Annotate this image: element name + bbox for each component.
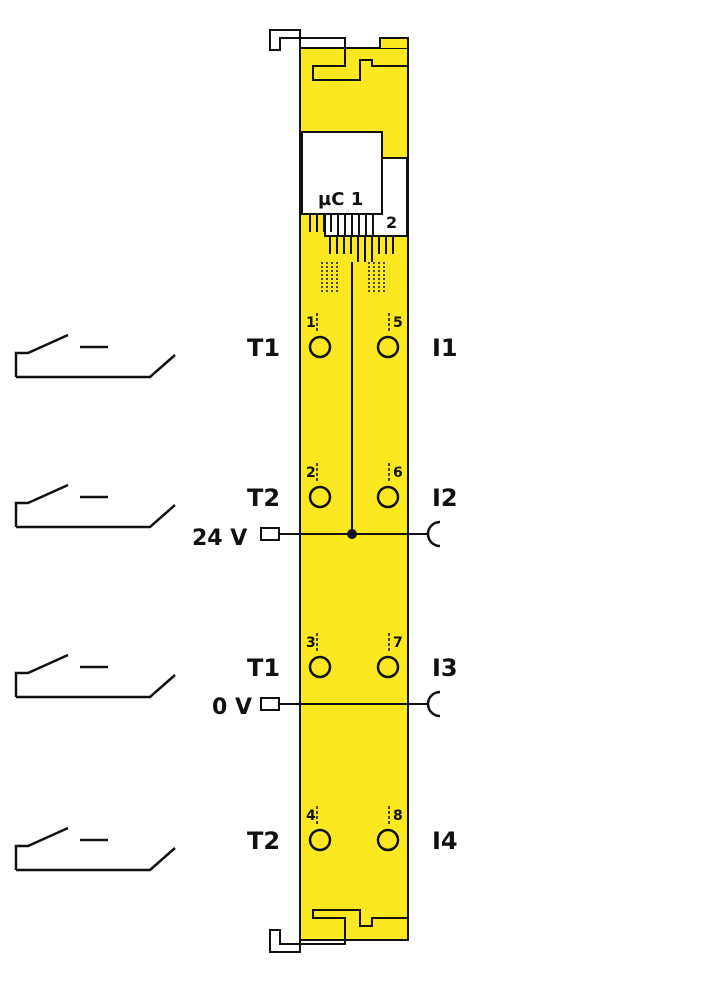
supply-0v: 0 V (212, 690, 441, 720)
pin-number: 8 (393, 808, 403, 824)
pin-number: 4 (306, 808, 316, 824)
terminal-icon[interactable] (376, 485, 400, 509)
supply-plug-icon[interactable] (260, 697, 280, 711)
terminal-label-right: I4 (432, 827, 458, 855)
switch-icon (14, 483, 176, 529)
supply-24v: 24 V (192, 520, 441, 551)
chip-secondary-label: 2 (386, 213, 397, 232)
switch-column (14, 333, 176, 872)
terminal-icon[interactable] (308, 655, 332, 679)
terminal-label-right: I3 (432, 654, 458, 682)
top-latch-tab (379, 37, 409, 48)
supply-24v-label: 24 V (192, 526, 247, 551)
terminal-rows: 1 5 2 6 3 7 4 8 (306, 313, 403, 852)
pin-number: 3 (306, 635, 316, 651)
terminal-label-left: T2 (247, 484, 280, 512)
terminal-icon[interactable] (376, 655, 400, 679)
top-latch (269, 29, 408, 81)
chip-primary-label: µC 1 (318, 189, 363, 210)
pin-number: 1 (306, 315, 316, 331)
terminal-label-right: I2 (432, 484, 458, 512)
bus-lines (321, 262, 385, 292)
terminal-icon[interactable] (308, 828, 332, 852)
terminal-label-right: I1 (432, 334, 458, 362)
terminal-icon[interactable] (308, 335, 332, 359)
terminal-label-left: T2 (247, 827, 280, 855)
pin-number: 6 (393, 465, 403, 481)
terminal-icon[interactable] (308, 485, 332, 509)
chip-primary (301, 131, 383, 215)
terminal-icon[interactable] (376, 828, 400, 852)
switch-icon (14, 333, 176, 379)
junction-dot (347, 529, 357, 539)
terminal-label-left: T1 (247, 334, 280, 362)
bottom-latch (269, 909, 408, 953)
terminal-label-left: T1 (247, 654, 280, 682)
pin-number: 7 (393, 635, 403, 651)
chip-legs (309, 214, 394, 262)
switch-icon (14, 826, 176, 872)
pin-number: 2 (306, 465, 316, 481)
pin-number: 5 (393, 315, 403, 331)
terminal-icon[interactable] (376, 335, 400, 359)
supply-plug-icon[interactable] (260, 527, 280, 541)
supply-socket-icon[interactable] (426, 690, 441, 718)
switch-icon (14, 653, 176, 699)
supply-socket-icon[interactable] (426, 520, 441, 548)
supply-0v-label: 0 V (212, 695, 252, 720)
